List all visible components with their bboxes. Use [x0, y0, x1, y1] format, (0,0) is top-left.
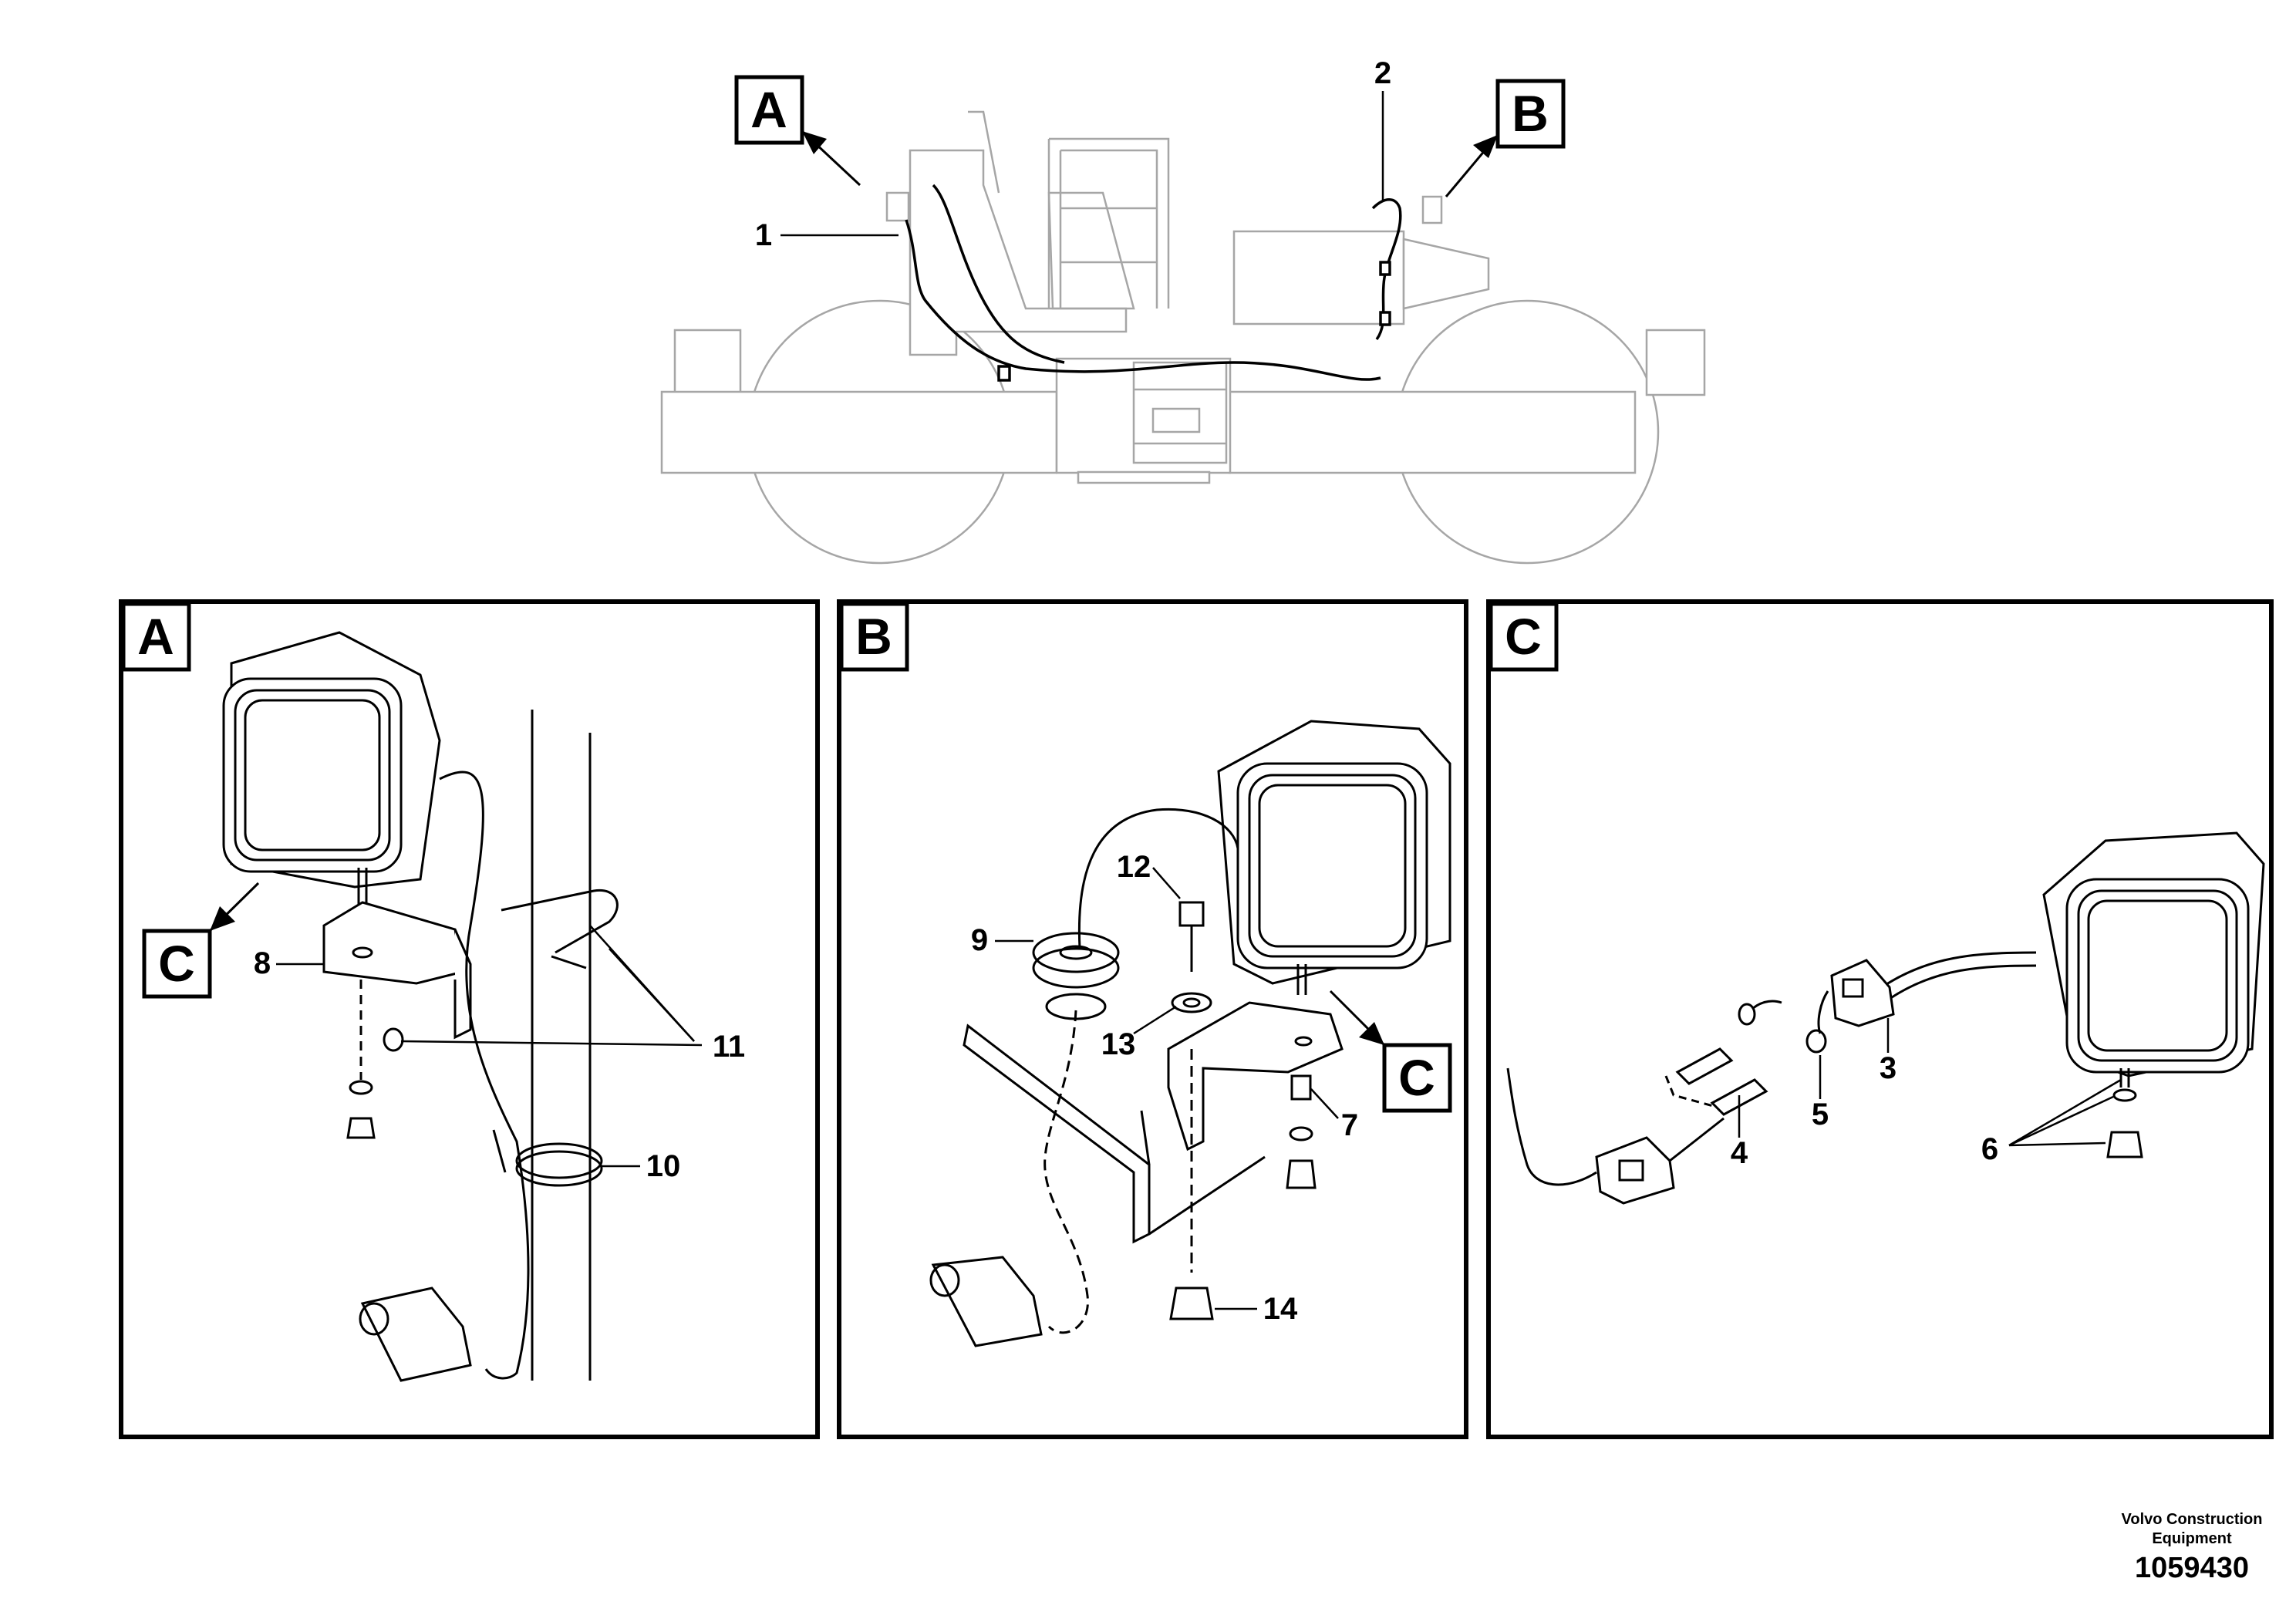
view-marker-b[interactable]: B — [1445, 79, 1566, 197]
svg-text:10: 10 — [646, 1149, 681, 1183]
panel-b-label: B — [855, 608, 892, 665]
callout-14[interactable]: 14 — [1215, 1292, 1298, 1326]
callout-9[interactable]: 9 — [971, 923, 1033, 957]
callout-4[interactable]: 4 — [1731, 1095, 1748, 1170]
svg-text:14: 14 — [1263, 1292, 1298, 1326]
panel-a-label: A — [137, 608, 174, 665]
svg-text:7: 7 — [1341, 1108, 1358, 1142]
callout-5[interactable]: 5 — [1812, 1055, 1829, 1131]
view-marker-b-label: B — [1512, 85, 1549, 142]
callout-6[interactable]: 6 — [1981, 1078, 2122, 1166]
svg-text:2: 2 — [1374, 56, 1391, 90]
svg-text:13: 13 — [1101, 1027, 1136, 1061]
callout-7[interactable]: 7 — [1310, 1088, 1358, 1142]
panel-a-ref-c[interactable]: C — [142, 882, 260, 999]
svg-text:C: C — [1398, 1049, 1435, 1106]
detail-panel-b: B — [837, 599, 1468, 1439]
svg-text:5: 5 — [1812, 1098, 1829, 1131]
detail-panel-c: C — [1486, 599, 2274, 1439]
machine-overview — [660, 110, 1706, 565]
callout-1[interactable]: 1 — [755, 218, 899, 252]
panel-b-ref-c[interactable]: C — [1329, 990, 1452, 1113]
svg-text:12: 12 — [1117, 850, 1151, 884]
callout-10[interactable]: 10 — [602, 1149, 680, 1183]
company-name: Volvo Construction Equipment — [2121, 1511, 2263, 1547]
drawing-number: 1059430 — [2135, 1552, 2249, 1584]
callout-12[interactable]: 12 — [1117, 850, 1181, 899]
svg-text:9: 9 — [971, 923, 988, 957]
svg-text:8: 8 — [254, 946, 271, 980]
panel-c-label: C — [1505, 608, 1542, 665]
callout-13[interactable]: 13 — [1101, 1005, 1177, 1061]
svg-text:1: 1 — [755, 218, 772, 252]
view-marker-a[interactable]: A — [734, 75, 861, 187]
callout-8[interactable]: 8 — [254, 946, 324, 980]
view-marker-a-label: A — [750, 81, 787, 138]
svg-text:C: C — [158, 935, 195, 992]
callout-11[interactable]: 11 — [400, 925, 745, 1064]
svg-text:6: 6 — [1981, 1132, 1998, 1166]
svg-text:4: 4 — [1731, 1136, 1748, 1170]
callout-2[interactable]: 2 — [1374, 56, 1391, 202]
svg-text:11: 11 — [713, 1030, 745, 1064]
svg-text:3: 3 — [1880, 1051, 1896, 1085]
wiring-harness — [905, 184, 1402, 382]
callout-3[interactable]: 3 — [1880, 1018, 1896, 1085]
detail-panel-a: A — [119, 599, 820, 1439]
